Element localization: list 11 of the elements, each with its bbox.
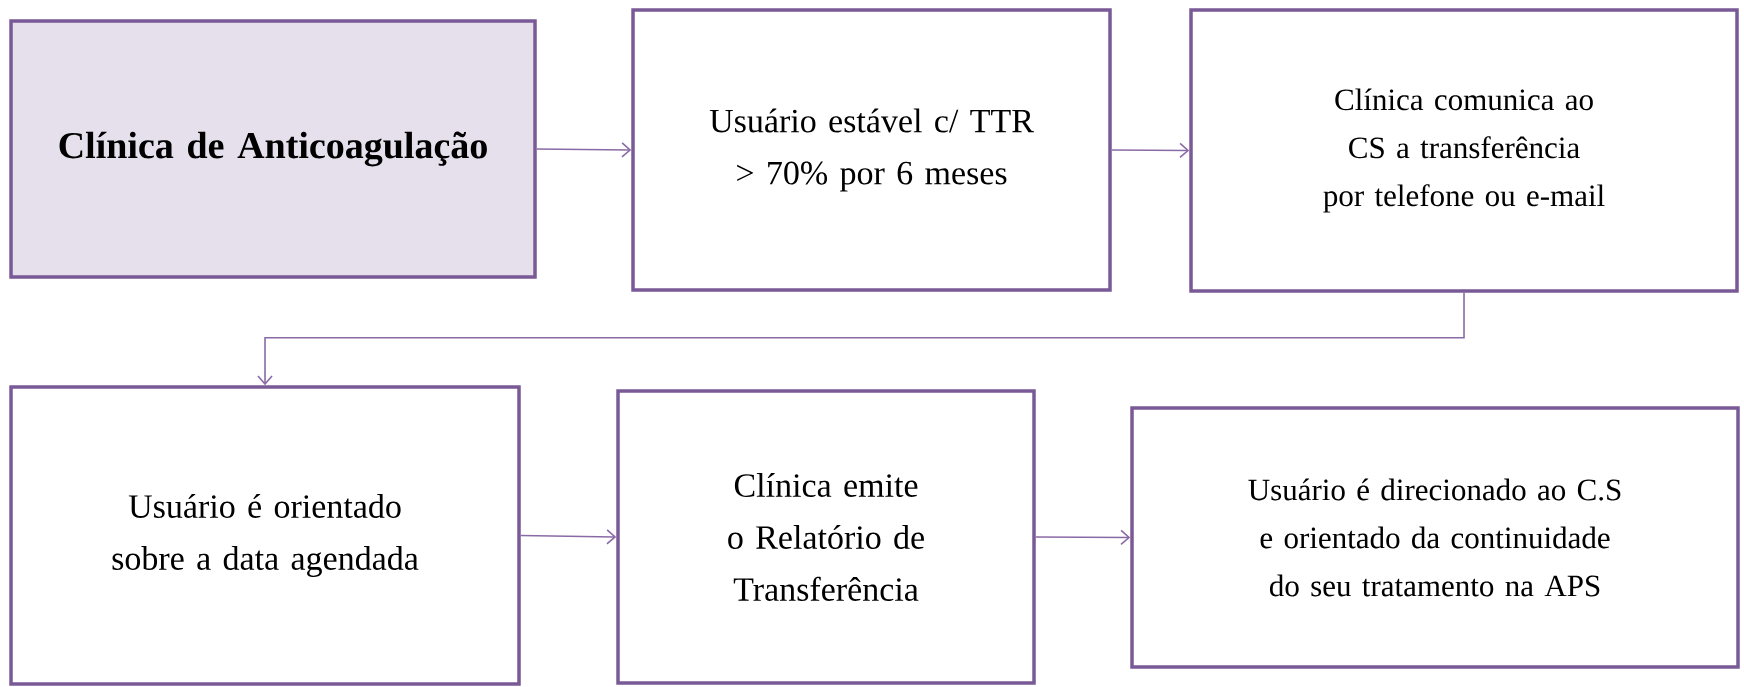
arrow [535,142,632,158]
process-box: Clínica de Anticoagulação [9,19,537,279]
arrow [1034,529,1131,546]
arrow [519,529,617,545]
process-box: Usuário é direcionado ao C.S e orientado da continuidade do seu tratamento na APS [1130,406,1740,669]
process-box: Usuário estável c/ TTR > 70% por 6 meses [631,8,1112,292]
arrow [1110,142,1190,159]
process-box: Usuário é orientado sobre a data agendada [9,385,521,686]
process-box: Clínica comunica ao CS a transferência por telefone ou e-mail [1189,8,1739,293]
arrow [257,291,1465,386]
process-box: Clínica emite o Relatório de Transferência [616,389,1036,685]
